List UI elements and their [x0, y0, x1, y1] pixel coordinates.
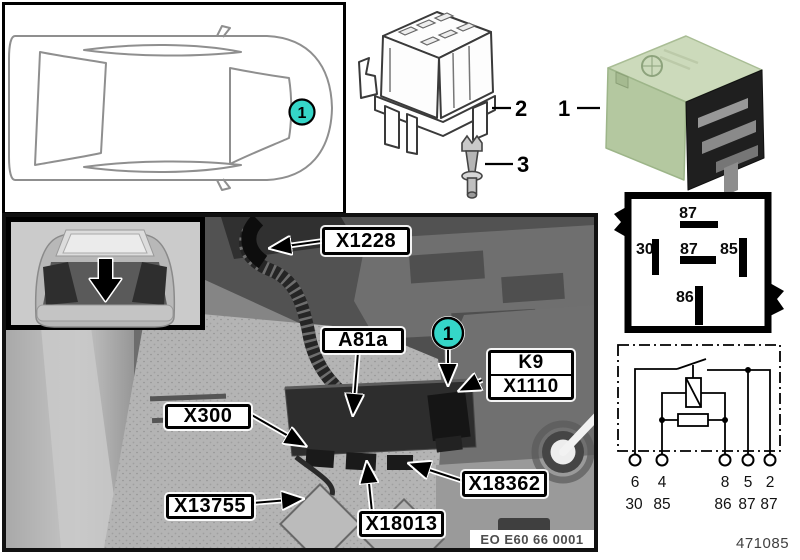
svg-text:5: 5: [744, 474, 753, 491]
item-2-number: 2: [515, 96, 527, 121]
relay-pin-layout-diagram: 87 30 87 85 86: [614, 192, 784, 333]
relay-circuit-schematic: 6 4 8 5 2 30 85 86 87 87: [617, 344, 781, 513]
keying-tab-right: [768, 282, 784, 317]
pin-87-top-label: 87: [679, 205, 697, 222]
photo-callout-1-label: 1: [443, 324, 454, 345]
relay-photo: [605, 35, 765, 196]
pin-terminal-drawing: [461, 134, 483, 199]
item-3-number: 3: [517, 152, 529, 177]
svg-text:2: 2: [766, 474, 775, 491]
pin-86-label: 86: [676, 289, 694, 306]
label-k9: K9: [518, 352, 544, 373]
label-x13755: X13755: [166, 494, 254, 519]
label-x18013: X18013: [359, 511, 444, 537]
svg-text:86: 86: [714, 496, 731, 513]
label-a81a: A81a: [322, 328, 404, 353]
schematic-pin-numbers: 6 4 8 5 2: [631, 474, 775, 491]
pin-30-label: 30: [636, 241, 654, 258]
svg-text:8: 8: [721, 474, 730, 491]
label-k9-x1110: K9 X1110: [488, 350, 574, 400]
car-rear-inset: [6, 217, 205, 330]
svg-text:85: 85: [653, 496, 670, 513]
label-x18362: X18362: [462, 471, 547, 497]
car-callout-1: 1: [288, 98, 316, 126]
photo-callout-1: 1: [431, 316, 465, 350]
relay-k9-in-photo: [427, 390, 471, 453]
label-x1228: X1228: [322, 227, 410, 255]
svg-text:4: 4: [658, 474, 667, 491]
pin-87-mid-label: 87: [680, 241, 698, 258]
svg-text:6: 6: [631, 474, 640, 491]
leader-arrows: [248, 241, 482, 513]
grommet-rod: [559, 409, 604, 456]
svg-text:30: 30: [625, 496, 643, 513]
harness-wire: [294, 455, 335, 496]
car-top-view-drawing: 1: [8, 25, 333, 191]
car-location-panel: 1: [2, 2, 346, 215]
pin-85-label: 85: [720, 241, 738, 258]
car-callout-1-label: 1: [298, 105, 307, 122]
photo-reference-code: EO E60 66 0001: [470, 530, 594, 548]
relay-socket-drawing: 2 3 1: [358, 11, 600, 199]
inset-location-arrow: [88, 257, 123, 303]
label-x1110: X1110: [491, 374, 571, 398]
document-number: 471085: [736, 535, 790, 552]
svg-text:87: 87: [760, 496, 777, 513]
label-x300: X300: [165, 404, 251, 429]
item-1-number: 1: [558, 96, 570, 121]
schematic-terminal-numbers: 30 85 86 87 87: [625, 496, 777, 513]
svg-text:87: 87: [738, 496, 755, 513]
